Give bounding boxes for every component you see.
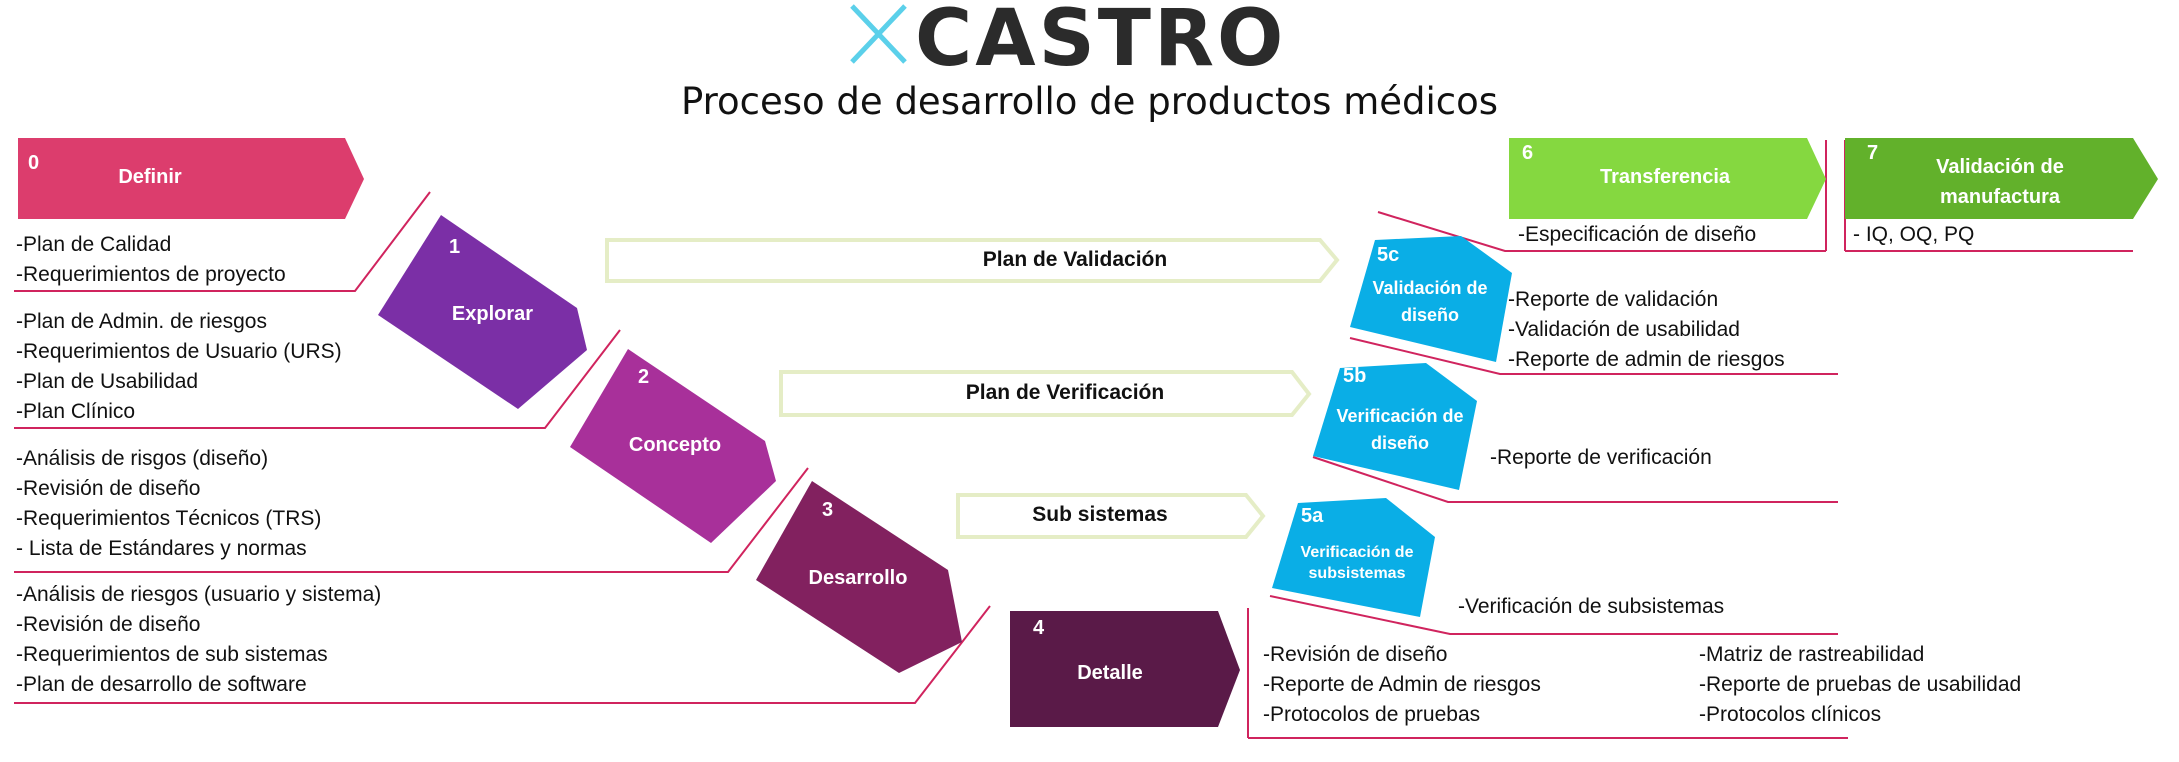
- deliverable-item: -Requerimientos de Usuario (URS): [16, 340, 342, 363]
- deliverable-item: - IQ, OQ, PQ: [1853, 223, 1975, 246]
- phase-shape-7: [1845, 138, 2158, 219]
- connector-line-6: [1377, 211, 1826, 252]
- connector-line-5a: [1269, 595, 1838, 635]
- plan-arrow-verificacion: [779, 370, 1312, 417]
- phase-7-number: 7: [1867, 142, 1879, 164]
- phase-5c-number: 5c: [1377, 244, 1400, 266]
- phase-2-number: 2: [638, 366, 650, 388]
- deliverable-item: -Reporte de verificación: [1490, 446, 1712, 469]
- deliverable-item: -Reporte de pruebas de usabilidad: [1699, 673, 2022, 696]
- phase-7-deliverables: - IQ, OQ, PQ: [1853, 220, 1974, 250]
- deliverable-item: -Reporte de Admin de riesgos: [1263, 673, 1541, 696]
- phase-6-number: 6: [1522, 142, 1534, 164]
- phase-4-deliverables-left: -Revisión de diseño -Reporte de Admin de…: [1263, 640, 1541, 730]
- connector-line-2: [14, 467, 809, 573]
- deliverable-item: -Reporte de admin de riesgos: [1508, 348, 1785, 371]
- plan-verificacion-label: Plan de Verificación: [965, 381, 1165, 404]
- phase-6-deliverables: -Especificación de diseño: [1518, 220, 1756, 250]
- deliverable-item: -Revisión de diseño: [16, 613, 201, 636]
- deliverable-item: -Requerimientos de proyecto: [16, 263, 286, 286]
- phase-1-deliverables: -Plan de Admin. de riesgos -Requerimient…: [16, 307, 342, 427]
- plan-subsistemas-label: Sub sistemas: [1032, 503, 1168, 526]
- plan-validacion-label: Plan de Validación: [982, 248, 1168, 271]
- phase-shape-3: [756, 481, 962, 673]
- connector-line-0: [14, 191, 431, 292]
- phase-5b-label: Verificación de diseño: [1336, 406, 1464, 453]
- deliverable-item: - Lista de Estándares y normas: [16, 537, 307, 560]
- phase-4-deliverables-right: -Matriz de rastreabilidad -Reporte de pr…: [1699, 640, 2021, 730]
- phase-0-label: Definir: [118, 166, 182, 188]
- phase-0-number: 0: [28, 152, 40, 174]
- phase-3-label: Desarrollo: [808, 567, 908, 589]
- phase-5b-deliverables: -Reporte de verificación: [1490, 443, 1712, 473]
- phase-5c-deliverables: -Reporte de validación -Validación de us…: [1508, 285, 1785, 375]
- deliverable-item: -Protocolos clínicos: [1699, 703, 1882, 726]
- deliverable-item: -Plan Clínico: [16, 400, 136, 423]
- deliverable-item: -Plan de desarrollo de software: [16, 673, 307, 696]
- phase-2-deliverables: -Análisis de risgos (diseño) -Revisión d…: [16, 444, 321, 564]
- deliverable-item: -Revisión de diseño: [1263, 643, 1448, 666]
- deliverable-item: -Revisión de diseño: [16, 477, 201, 500]
- phase-3-number: 3: [822, 499, 834, 521]
- deliverable-item: -Reporte de validación: [1508, 288, 1719, 311]
- deliverable-item: -Plan de Usabilidad: [16, 370, 199, 393]
- phase-5a-label: Verificación de subsistemas: [1300, 544, 1414, 582]
- phase-0-deliverables: -Plan de Calidad -Requerimientos de proy…: [16, 230, 286, 290]
- deliverable-item: -Análisis de risgos (diseño): [16, 447, 269, 470]
- phase-7-label: Validación de manufactura: [1936, 156, 2064, 208]
- deliverable-item: -Plan de Admin. de riesgos: [16, 310, 267, 333]
- deliverable-item: -Análisis de riesgos (usuario y sistema): [16, 583, 382, 606]
- deliverable-item: -Requerimientos de sub sistemas: [16, 643, 328, 666]
- logo-text: CASTRO: [915, 0, 1287, 84]
- phase-4-number: 4: [1033, 617, 1045, 639]
- phase-1-label: Explorar: [451, 303, 534, 325]
- connector-line-5b: [1312, 456, 1838, 503]
- connector-line-5c: [1349, 337, 1838, 375]
- connector-line-3: [14, 605, 991, 704]
- phase-3-deliverables: -Análisis de riesgos (usuario y sistema)…: [16, 580, 381, 700]
- phase-shape-6: [1509, 138, 1826, 219]
- plan-arrow-subsistemas: [956, 493, 1266, 539]
- phase-5c-label: Validación de diseño: [1372, 278, 1488, 325]
- deliverable-item: -Especificación de diseño: [1518, 223, 1757, 246]
- deliverable-item: -Matriz de rastreabilidad: [1699, 643, 1925, 666]
- phase-shape-5a: [1272, 498, 1435, 617]
- phase-shape-0: [18, 138, 364, 219]
- phase-shape-2: [570, 349, 776, 543]
- phase-6-label: Transferencia: [1599, 166, 1731, 188]
- deliverable-item: -Plan de Calidad: [16, 233, 172, 256]
- phase-5a-number: 5a: [1301, 505, 1324, 527]
- phase-1-number: 1: [449, 236, 461, 258]
- phase-shape-5b: [1313, 363, 1477, 490]
- phase-shape-5c: [1350, 236, 1512, 362]
- deliverable-item: -Verificación de subsistemas: [1458, 595, 1725, 618]
- deliverable-item: -Validación de usabilidad: [1508, 318, 1740, 341]
- phase-2-label: Concepto: [628, 434, 722, 456]
- phase-shape-1: [378, 215, 587, 409]
- connector-line-1: [14, 329, 621, 429]
- phase-4-label: Detalle: [1077, 662, 1143, 684]
- deliverable-item: -Requerimientos Técnicos (TRS): [16, 507, 322, 530]
- page-title: Proceso de desarrollo de productos médic…: [680, 80, 1499, 123]
- plan-arrow-validacion: [605, 238, 1340, 283]
- deliverable-item: -Protocolos de pruebas: [1263, 703, 1481, 726]
- phase-5b-number: 5b: [1343, 365, 1367, 387]
- logo-x-mark: [850, 4, 907, 64]
- phase-5a-deliverables: -Verificación de subsistemas: [1458, 592, 1724, 622]
- phase-shape-4: [1010, 611, 1240, 727]
